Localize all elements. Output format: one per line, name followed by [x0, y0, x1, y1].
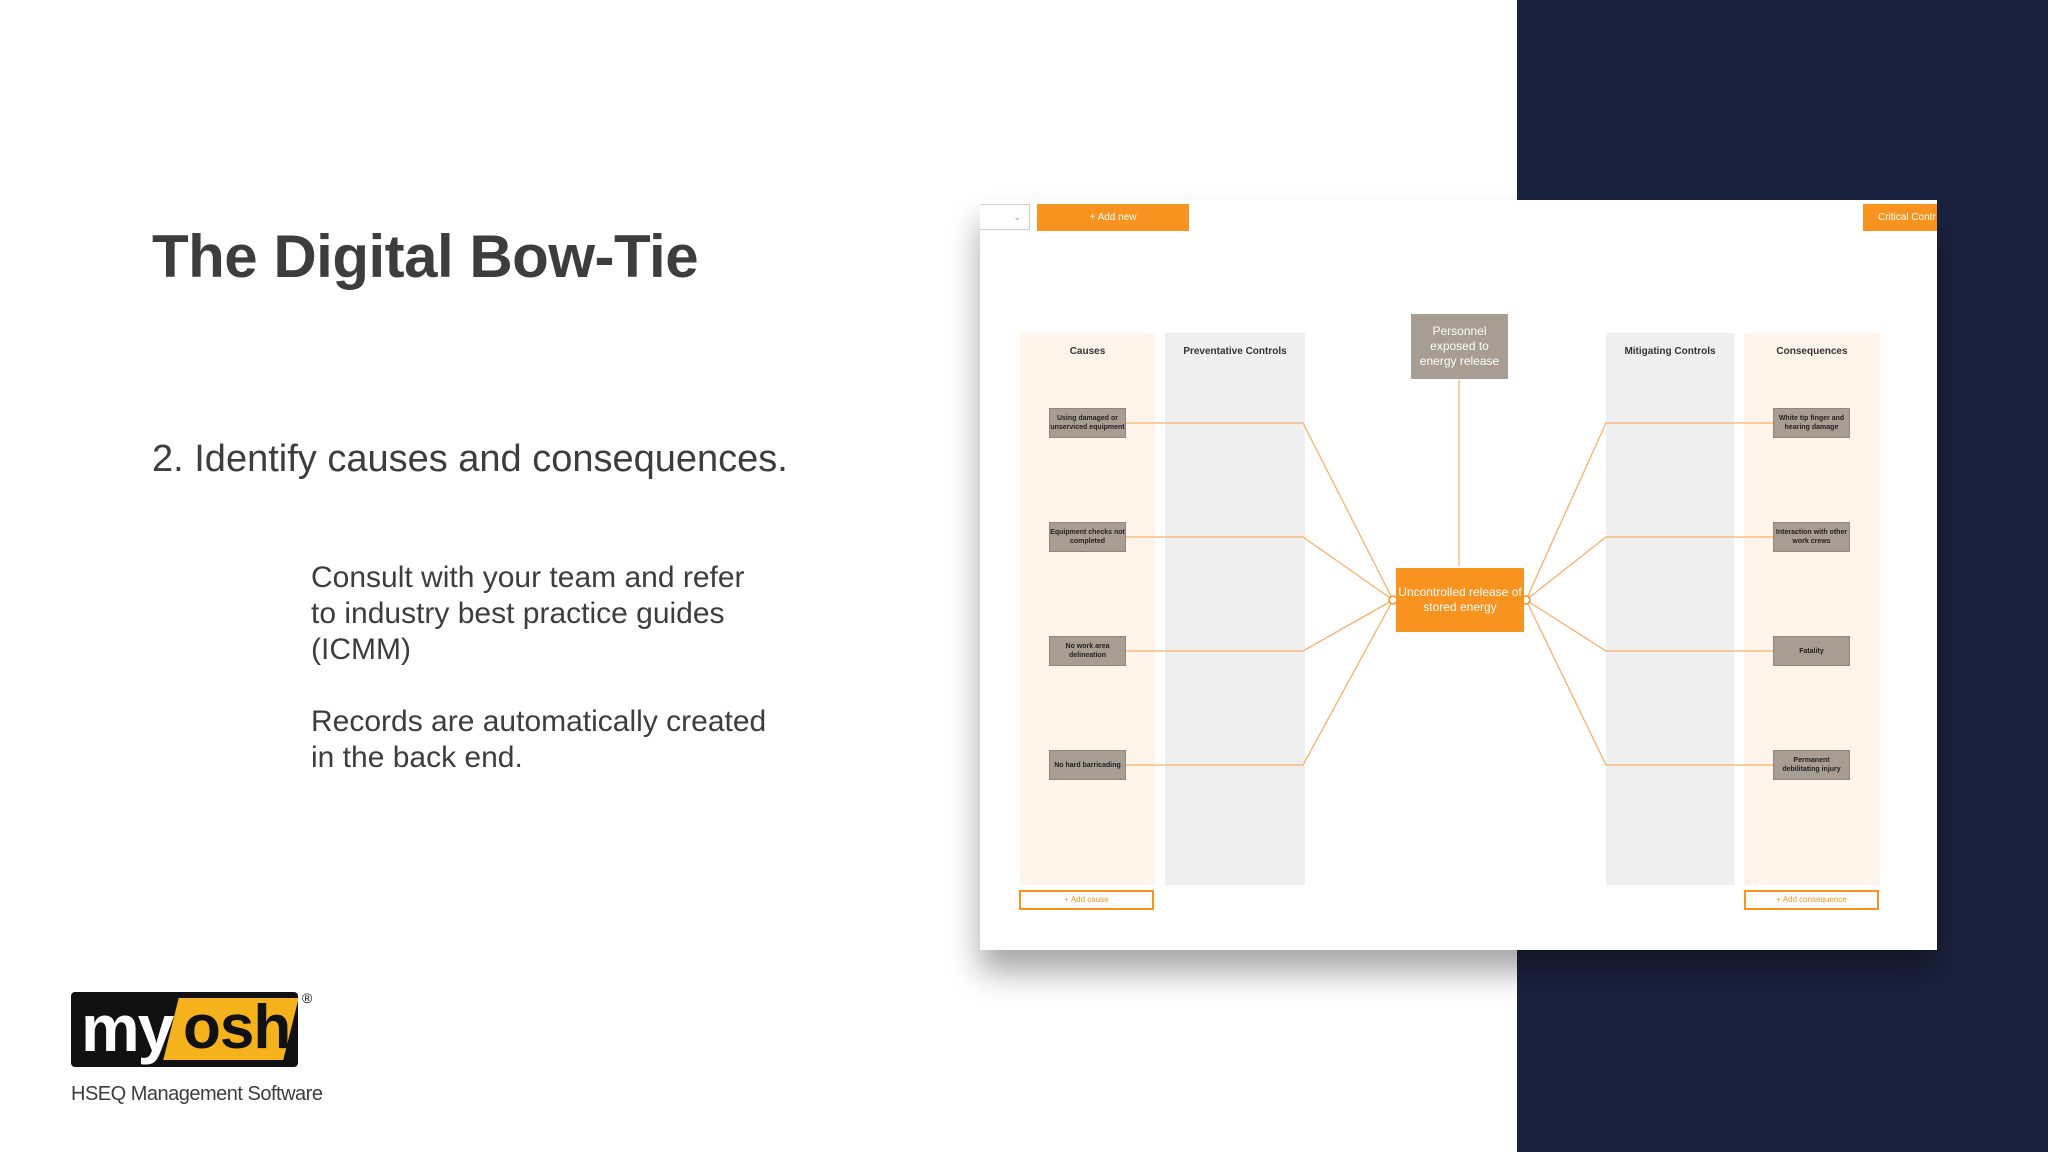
preventative-controls-header: Preventative Controls — [1183, 346, 1287, 357]
cause-node[interactable]: No hard barricading — [1049, 750, 1126, 780]
slide-title: The Digital Bow-Tie — [152, 223, 699, 290]
consequence-node[interactable]: Permanent debilitating injury — [1773, 750, 1850, 780]
cause-node[interactable]: No work area delineation — [1049, 636, 1126, 666]
step-heading: 2. Identify causes and consequences. — [152, 438, 788, 480]
bowtie-app-screenshot: ⌄ + Add new Critical Contr Causes Preven… — [980, 200, 1937, 950]
registered-mark: ® — [302, 990, 313, 1006]
consequences-header: Consequences — [1776, 346, 1848, 357]
cause-node[interactable]: Equipment checks not completed — [1049, 522, 1126, 552]
causes-header: Causes — [1069, 346, 1106, 357]
mitigating-controls-column: Mitigating Controls — [1606, 333, 1734, 885]
filter-dropdown[interactable]: ⌄ — [980, 204, 1030, 230]
hazard-node[interactable]: Personnel exposed to energy release — [1411, 314, 1508, 379]
chevron-down-icon: ⌄ — [1013, 212, 1021, 222]
cause-node[interactable]: Using damaged or unserviced equipment — [1049, 408, 1126, 438]
myosh-logo: my osh — [71, 992, 298, 1067]
add-cause-button[interactable]: + Add cause — [1019, 890, 1154, 910]
logo-osh-text: osh — [183, 993, 291, 1062]
mitigating-controls-header: Mitigating Controls — [1624, 346, 1716, 357]
paragraph-consult: Consult with your team and refer to indu… — [311, 561, 745, 666]
bowtie-connector-lines — [1090, 380, 1810, 766]
body-text: Consult with your team and refer to indu… — [311, 560, 831, 812]
logo-tagline: HSEQ Management Software — [71, 1083, 323, 1105]
top-event-node[interactable]: Uncontrolled release of stored energy — [1396, 568, 1524, 632]
paragraph-records: Records are automatically created in the… — [311, 705, 767, 774]
add-consequence-button[interactable]: + Add consequence — [1744, 890, 1879, 910]
consequence-node[interactable]: Fatality — [1773, 636, 1850, 666]
logo-my-text: my — [81, 992, 174, 1065]
consequence-node[interactable]: White tip finger and hearing damage — [1773, 408, 1850, 438]
add-new-button[interactable]: + Add new — [1037, 204, 1189, 231]
critical-controls-button[interactable]: Critical Contr — [1863, 204, 1937, 231]
consequence-node[interactable]: Interaction with other work crews — [1773, 522, 1850, 552]
preventative-controls-column: Preventative Controls — [1165, 333, 1305, 885]
